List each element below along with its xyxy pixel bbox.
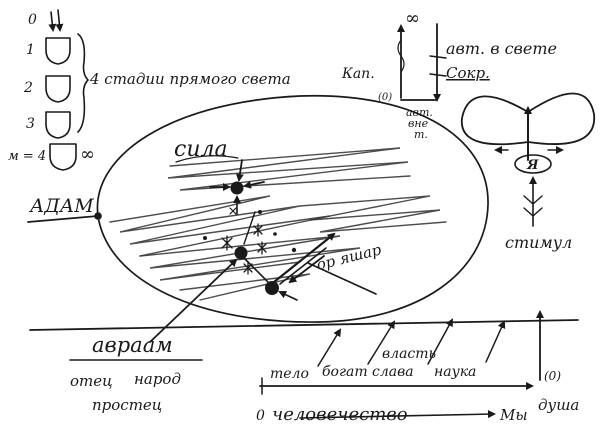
upper-node [230,181,244,195]
right-loop-caption: стимул [505,233,572,252]
narod-label: народ [134,370,181,388]
legend-top-number: 0 [28,12,37,28]
or-yashar-line [307,262,377,295]
or-yashar-label: ор яшар [315,240,384,274]
main-oval-group: сила ор яшар [96,94,489,343]
chelovechestvo-arrow [299,410,496,419]
timeline-point-zero: (0) [544,369,561,383]
timeline-arrow-3 [427,318,453,365]
otets-label: отец [70,372,113,390]
right-top-bottom-label-1: авт. [406,106,433,119]
lower-node-long-arrow [272,232,336,284]
lower-node [265,281,279,295]
timeline-label-vlast: власть [382,346,436,362]
right-loop-left-lobe [461,95,529,146]
timeline-label-telo: тело [270,366,309,382]
timeline-label-nauka: наука [434,364,476,380]
center-node [234,246,248,260]
timeline-arrow-4 [485,320,506,363]
right-top-bottom-label-3: т. [414,128,428,141]
right-loop-stim-chevrons [523,195,543,217]
upper-node-arrow-from-top [235,159,244,182]
sila-scribble [175,155,239,163]
adam-node [94,212,102,220]
legend: 0 1 2 3 м = 4 ∞ 4 стадии прямого света [8,9,291,171]
timeline-my: Мы [499,406,528,424]
oval-scribbles [109,147,447,301]
adam-group: АДАМ [27,195,102,223]
legend-brace [77,33,89,133]
right-top-infinity: ∞ [405,8,420,29]
prostets-label: простец [92,396,162,414]
timeline-dusha: душа [538,396,579,414]
sila-label: сила [174,137,228,162]
center-stem-up [243,211,256,245]
timeline-label-slava: слава [372,364,414,380]
right-top-label-avt: авт. в свете [446,39,557,58]
timeline-arrow-2 [367,320,396,365]
right-loop-right-lobe [527,92,595,145]
legend-down-arrows [48,9,64,32]
legend-infinity: ∞ [80,144,95,165]
right-loop-ya-label: Я [526,158,539,173]
right-loop-ya-oval [514,154,552,174]
timeline: тело богат власть слава наука (0) душа 0… [256,310,579,425]
right-top-diagram: ∞ Кап. (0) авт. вне т. авт. в свете Сокр… [341,8,557,141]
legend-stage-number-2: 2 [23,80,33,96]
right-top-mark-1 [429,55,447,59]
timeline-arrow-1 [317,328,342,367]
right-top-mark-2 [429,73,447,77]
avraam-arrow [149,258,238,343]
right-top-kap-label: Кап. [341,66,375,82]
horizon-line [29,319,579,331]
legend-stage-number-3: 3 [26,116,35,132]
adam-line [27,215,99,223]
right-loop-diagram: Я стимул [461,92,595,252]
avraam-label: авраам [92,333,173,357]
avraam-group: авраам отец народ простец [69,333,203,414]
right-top-zero-label: (0) [378,92,392,103]
upper-node-arrow-from-right [243,180,265,189]
legend-stage-number-4: м = 4 [8,149,46,164]
legend-stage-number-1: 1 [26,42,35,58]
main-oval [96,94,489,323]
legend-shield-2 [45,75,71,103]
center-stars [203,207,297,275]
timeline-chelovechestvo: человечество [272,404,408,425]
legend-shield-1 [45,37,71,65]
right-top-bottom-label-2: вне [408,117,429,130]
lower-node-incoming-arrow [288,255,325,284]
timeline-zero: 0 [256,408,265,424]
lower-node-incoming-bottom-arrow [278,290,298,301]
timeline-label-bogat: богат [322,364,368,380]
legend-shield-3 [45,111,71,139]
right-top-wave [397,39,405,73]
center-to-lower-line [243,257,269,283]
right-top-label-sokr: Сокр. [446,64,490,82]
adam-label: АДАМ [28,195,94,217]
legend-caption: 4 стадии прямого света [89,70,291,88]
lower-node-second-arrow [279,247,327,285]
legend-shield-4 [49,143,77,171]
